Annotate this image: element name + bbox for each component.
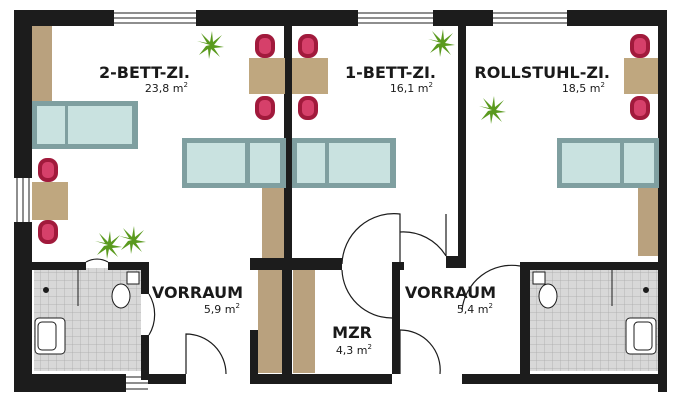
- room-label-2bett: 2-BETT-ZI. 23,8 m2: [99, 63, 190, 95]
- door-swings: [85, 213, 521, 375]
- room-name: VORRAUM: [152, 283, 243, 302]
- room-name: 1-BETT-ZI.: [345, 63, 436, 82]
- room-label-vorraum-left: VORRAUM 5,9 m2: [152, 283, 243, 316]
- table-2bett-window: [249, 58, 285, 94]
- room-area: 5,9 m2: [204, 302, 240, 316]
- bed-1bett: [292, 138, 396, 188]
- chair-icon: [38, 220, 58, 244]
- room-name: ROLLSTUHL-ZI.: [474, 63, 610, 82]
- room-label-rollstuhl: ROLLSTUHL-ZI. 18,5 m2: [474, 63, 610, 95]
- wardrobe-right: [638, 186, 658, 256]
- toilet-right-icon: [532, 271, 558, 309]
- walls: [14, 10, 667, 392]
- table-rollstuhl: [624, 58, 658, 94]
- room-label-1bett: 1-BETT-ZI. 16,1 m2: [345, 63, 436, 95]
- chair-icon: [38, 158, 58, 182]
- room-label-mzr: MZR 4,3 m2: [332, 323, 372, 357]
- shower-left-icon: [43, 270, 79, 306]
- room-area: 18,5 m2: [562, 81, 605, 95]
- vorraum-left-strip: [258, 270, 282, 373]
- shower-right-icon: [611, 270, 649, 306]
- room-area: 4,3 m2: [336, 343, 372, 357]
- mzr-strip: [293, 270, 315, 373]
- room-name: 2-BETT-ZI.: [99, 63, 190, 82]
- chair-icon: [630, 34, 650, 58]
- wardrobe-center: [262, 186, 284, 258]
- bed-2bett-left: [32, 101, 138, 149]
- washbasin-right-icon: [625, 317, 657, 355]
- room-area: 23,8 m2: [145, 81, 188, 95]
- chair-icon: [298, 96, 318, 120]
- chair-icon: [255, 34, 275, 58]
- chair-icon: [255, 96, 275, 120]
- room-name: VORRAUM: [405, 283, 496, 302]
- chair-icon: [630, 96, 650, 120]
- bed-rollstuhl: [557, 138, 659, 188]
- room-label-vorraum-right: VORRAUM 5,4 m2: [405, 283, 496, 316]
- bed-2bett-center: [182, 138, 286, 188]
- wardrobe-left: [32, 24, 52, 102]
- chair-icon: [298, 34, 318, 58]
- room-name: MZR: [332, 323, 372, 342]
- room-area: 16,1 m2: [390, 81, 433, 95]
- windows: [16, 12, 567, 390]
- table-2bett-left: [32, 182, 68, 220]
- toilet-left-icon: [111, 271, 140, 309]
- washbasin-left-icon: [34, 317, 66, 355]
- table-1bett: [292, 58, 328, 94]
- room-area: 5,4 m2: [457, 302, 493, 316]
